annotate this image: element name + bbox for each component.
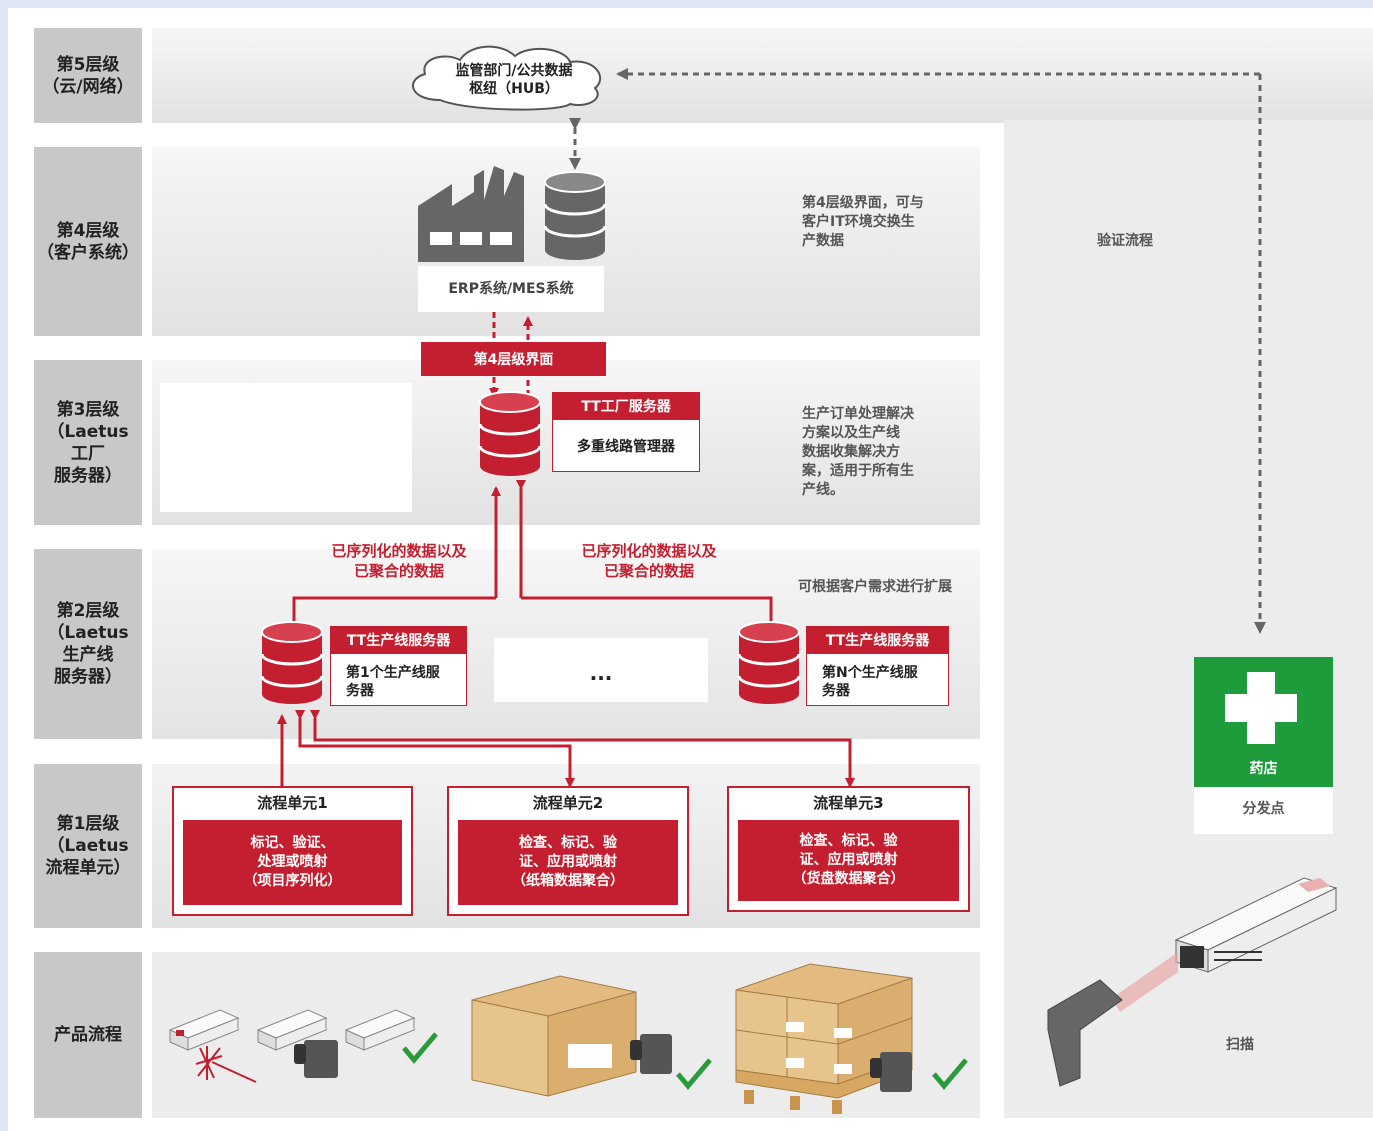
ellipsis-label: ... <box>589 661 613 685</box>
data-flow-arrows <box>289 480 776 632</box>
level4-interface-bar: 第4层级界面 <box>421 342 606 376</box>
database-icon <box>543 171 607 260</box>
tier-label-level4: 第4层级 （客户系统） <box>34 147 142 336</box>
process-unit-title: 流程单元1 <box>257 794 328 812</box>
tier-label-level1: 第1层级 （Laetus 流程单元） <box>34 764 142 928</box>
camera-icon-carton <box>630 1034 672 1074</box>
process-unit-1: 流程单元1 标记、验证、 处理或喷射 （项目序列化） <box>172 786 413 916</box>
database-icon-lineN <box>737 621 801 704</box>
empty-placeholder-box <box>160 383 412 512</box>
process-unit-title: 流程单元3 <box>813 794 884 812</box>
process-unit-title: 流程单元2 <box>532 794 604 812</box>
verification-path <box>616 68 1266 634</box>
check-icon-item <box>402 1032 438 1064</box>
line-server-title-n: TT生产线服务器 <box>806 626 949 654</box>
box-icon-item2 <box>256 1009 328 1051</box>
process-unit-2: 流程单元2 检查、标记、验 证、应用或喷射 （纸箱数据聚合） <box>447 786 689 916</box>
scalability-note: 可根据客户需求进行扩展 <box>798 579 952 595</box>
database-icon-factory <box>478 391 542 476</box>
more-servers-placeholder <box>494 638 708 702</box>
line-server-title-1: TT生产线服务器 <box>330 626 467 654</box>
box-icon-carton <box>471 975 637 1097</box>
level3-note: 生产订单处理解决 方案以及生产线 数据收集解决方 案，适用于所有生 产线。 <box>802 406 914 498</box>
process-unit-body: 检查、标记、验 证、应用或喷射 （货盘数据聚合） <box>738 820 959 901</box>
box-icon-item3 <box>344 1009 416 1051</box>
box-icon-item1 <box>168 1009 240 1051</box>
level4-note: 第4层级界面，可与 客户IT环境交换生 产数据 <box>802 195 924 249</box>
check-icon-pallet <box>932 1058 968 1090</box>
cloud-icon <box>412 45 601 111</box>
flow-label-right: 已序列化的数据以及 已聚合的数据 <box>581 542 717 580</box>
erp-box <box>418 266 604 312</box>
database-icon-line1 <box>260 621 324 704</box>
tier-label-level5: 第5层级 （云/网络） <box>34 28 142 123</box>
cloud-label: 监管部门/公共数据 枢纽（HUB） <box>455 63 573 97</box>
process-unit-3: 流程单元3 检查、标记、验 证、应用或喷射 （货盘数据聚合） <box>727 786 970 912</box>
scanner-icon <box>1047 952 1178 1087</box>
camera-icon-item <box>294 1040 338 1078</box>
scan-label: 扫描 <box>1226 1037 1254 1053</box>
factory-server-body: 多重线路管理器 <box>577 439 675 455</box>
factory-server-title: TT工厂服务器 <box>552 392 700 420</box>
check-icon-carton <box>676 1058 712 1090</box>
box-icon-scanned <box>1174 877 1338 973</box>
verification-label: 验证流程 <box>1097 233 1153 249</box>
factory-icon <box>418 166 524 262</box>
line-server-body-n: 第N个生产线服 务器 <box>822 665 918 699</box>
tier-label-level2: 第2层级 （Laetus 生产线 服务器） <box>34 549 142 739</box>
camera-icon-pallet <box>870 1052 912 1092</box>
process-unit-body: 标记、验证、 处理或喷射 （项目序列化） <box>183 820 402 905</box>
line-server-body-1: 第1个生产线服 务器 <box>346 665 440 699</box>
erp-label: ERP系统/MES系统 <box>448 281 574 297</box>
unit-link-arrows <box>277 710 855 794</box>
process-unit-body: 检查、标记、验 证、应用或喷射 （纸箱数据聚合） <box>458 820 678 905</box>
tier-label-product: 产品流程 <box>34 952 142 1118</box>
pharmacy-sub-label: 分发点 <box>1242 801 1285 817</box>
flow-label-left: 已序列化的数据以及 已聚合的数据 <box>331 542 467 580</box>
tier-label-level3: 第3层级 （Laetus 工厂 服务器） <box>34 360 142 525</box>
pharmacy-label: 药店 <box>1249 761 1278 777</box>
laser-icon <box>195 1046 257 1083</box>
